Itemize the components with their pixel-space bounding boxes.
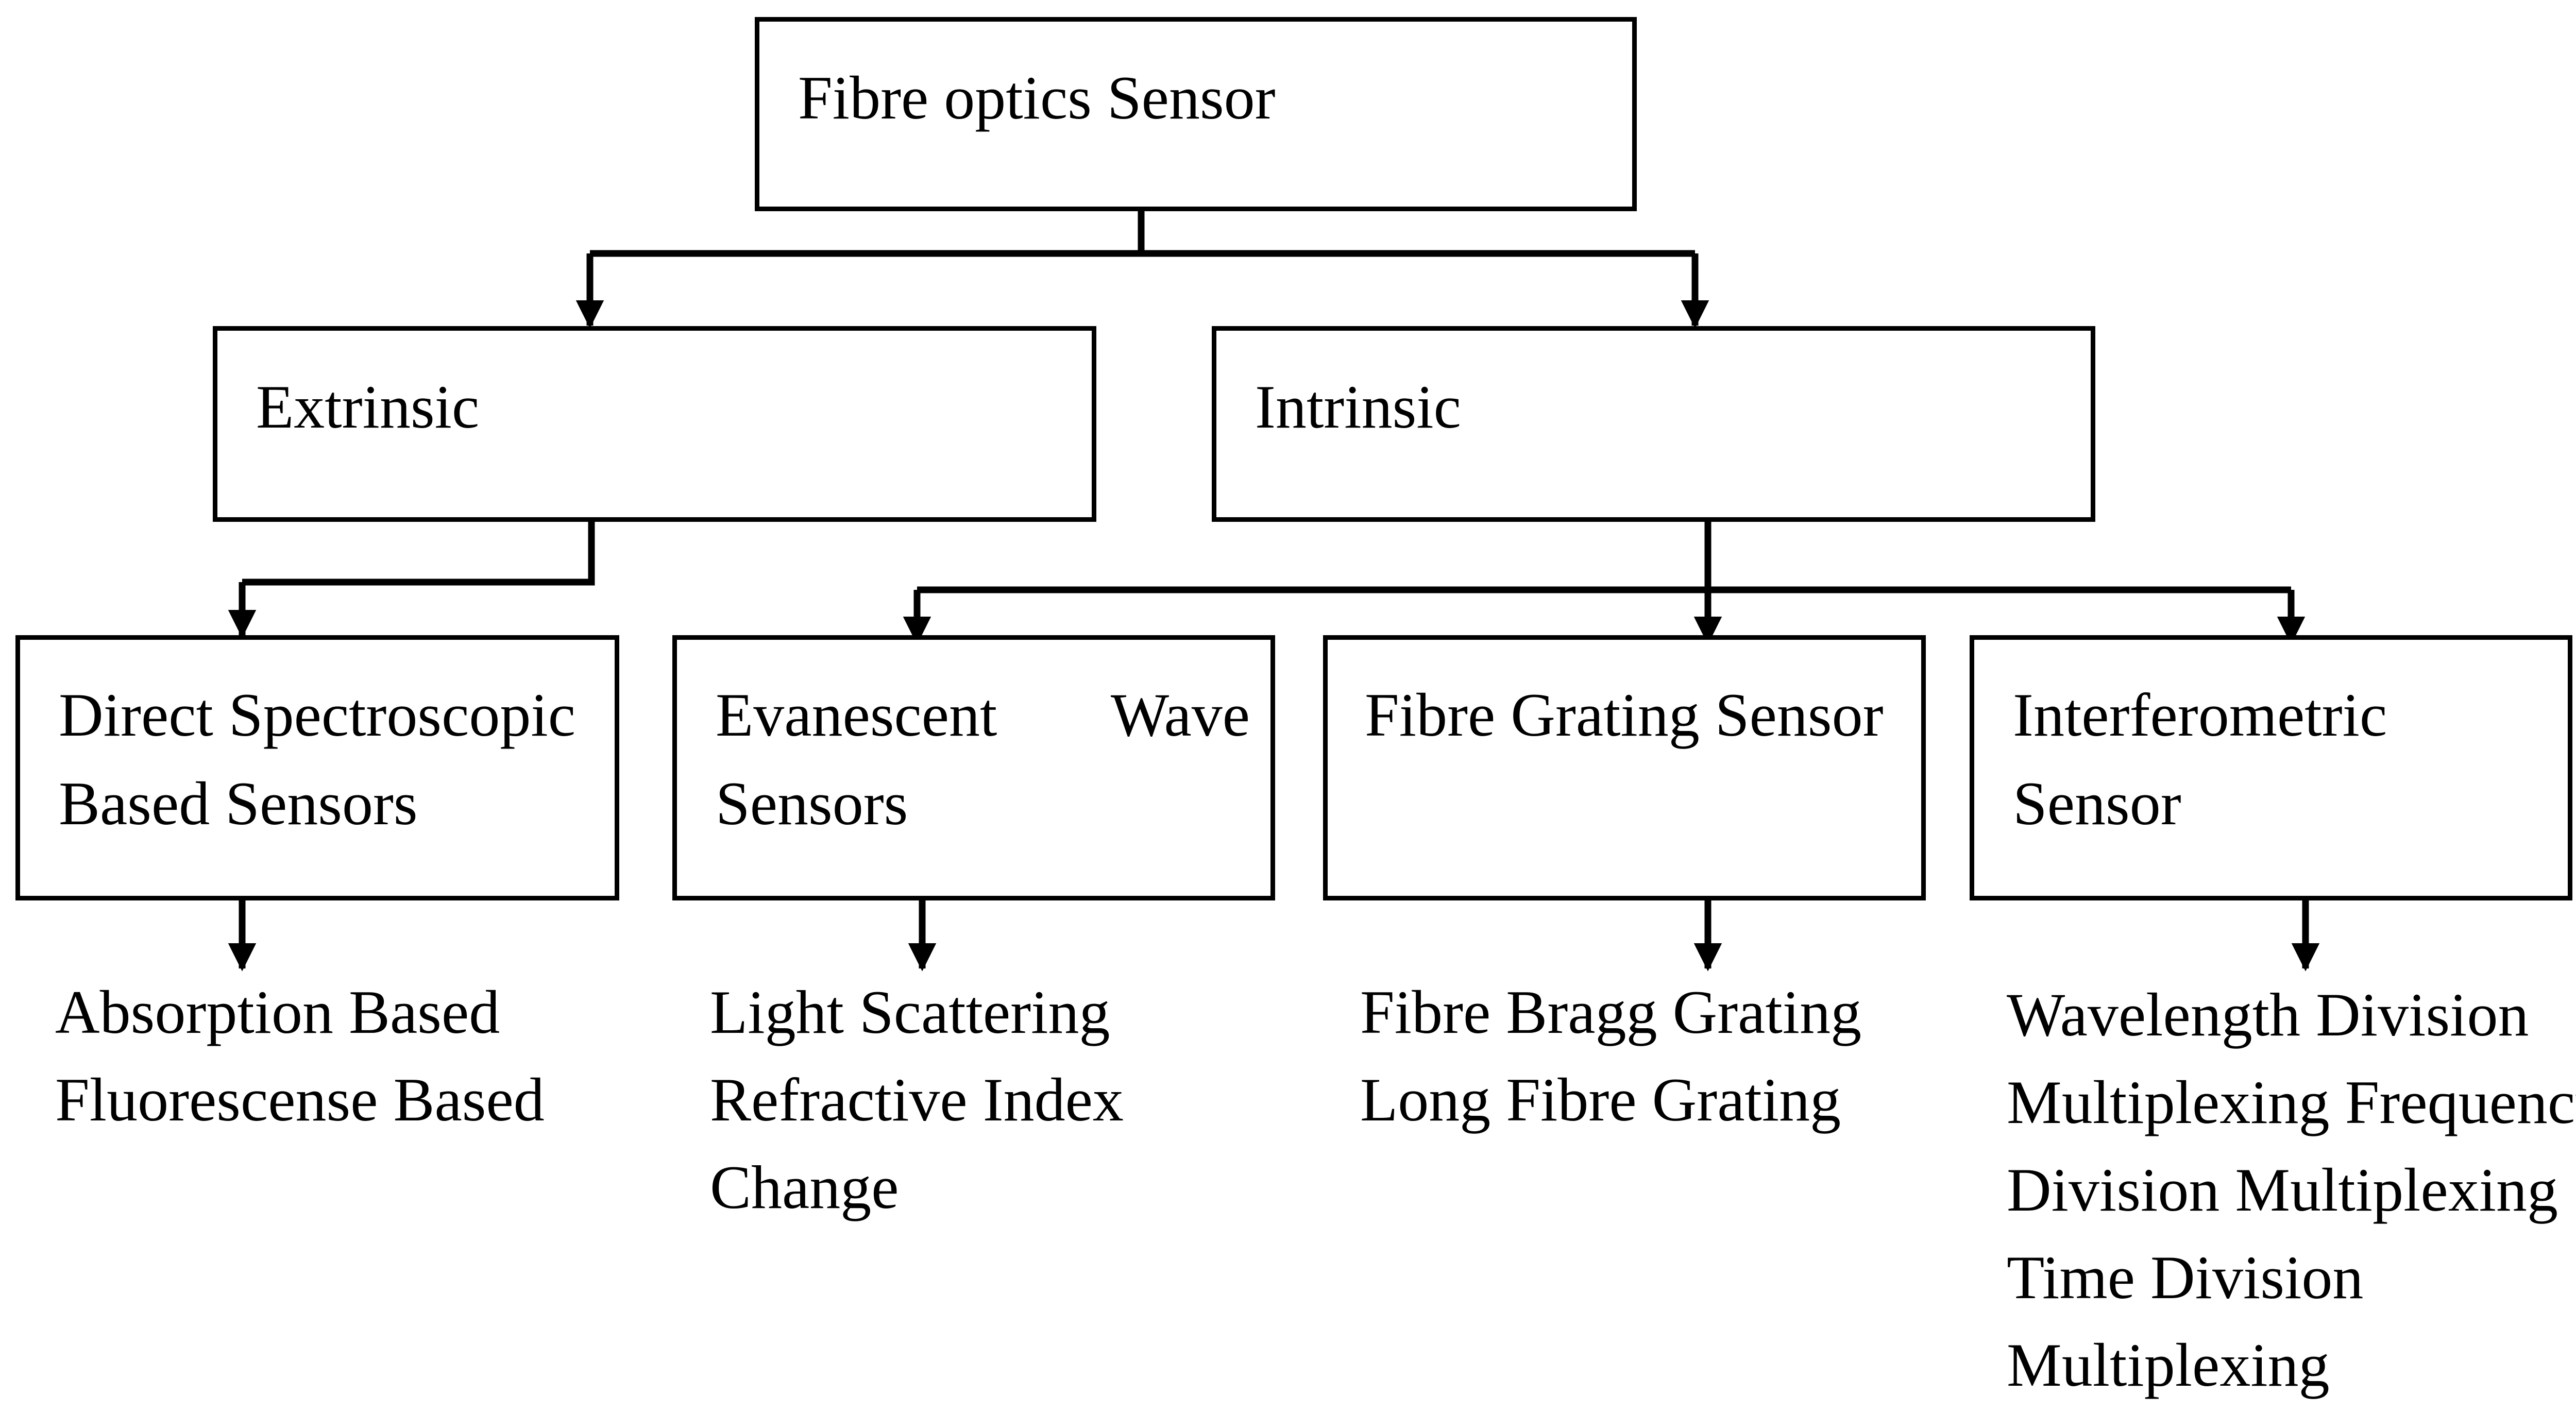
evanescent-word: Evanescent — [716, 681, 997, 749]
evanescent-line-2: Sensors — [716, 769, 908, 838]
wave-word: Wave — [1110, 681, 1250, 749]
leaf-division-multiplexing: Division Multiplexing — [2007, 1155, 2558, 1224]
leaf-absorption: Absorption Based — [55, 978, 500, 1046]
leaf-wavelength-division: Wavelength Division — [2007, 980, 2529, 1049]
leaf-light-scattering: Light Scattering — [710, 978, 1110, 1046]
fibre-grating-label: Fibre Grating Sensor — [1365, 681, 1884, 749]
interferometric-leaf-list: Wavelength Division Multiplexing Frequen… — [2007, 971, 2576, 1409]
leaf-refractive-index: Refractive Index — [710, 1065, 1124, 1134]
intrinsic-node: Intrinsic — [1212, 326, 2095, 522]
grating-leaf-list: Fibre Bragg Grating Long Fibre Grating — [1360, 968, 1861, 1144]
leaf-multiplexing-frequency: Multiplexing Frequency — [2007, 1068, 2576, 1136]
evanescent-leaf-list: Light Scattering Refractive Index Change — [710, 968, 1124, 1231]
root-label: Fibre optics Sensor — [798, 63, 1276, 132]
evanescent-wave-label: Evanescent Wave Sensors — [716, 671, 1250, 848]
connector-extrinsic-stem — [242, 520, 595, 586]
direct-spectroscopic-node: Direct Spectroscopic Based Sensors — [15, 635, 619, 900]
evanescent-wave-node: Evanescent Wave Sensors — [672, 635, 1275, 900]
evanescent-line-1: Evanescent Wave — [716, 671, 1250, 759]
direct-leaf-list: Absorption Based Fluorescense Based — [55, 968, 545, 1144]
root-node: Fibre optics Sensor — [755, 17, 1637, 211]
fibre-grating-node: Fibre Grating Sensor — [1323, 635, 1926, 900]
extrinsic-label: Extrinsic — [256, 372, 480, 441]
interferometric-label: Interferometric Sensor — [2013, 681, 2387, 838]
leaf-long-fibre: Long Fibre Grating — [1360, 1065, 1841, 1134]
extrinsic-node: Extrinsic — [213, 326, 1096, 522]
leaf-change: Change — [710, 1153, 899, 1221]
leaf-multiplexing: Multiplexing — [2007, 1331, 2330, 1399]
interferometric-node: Interferometric Sensor — [1970, 635, 2572, 900]
intrinsic-label: Intrinsic — [1255, 372, 1461, 441]
leaf-fluorescense: Fluorescense Based — [55, 1065, 545, 1134]
direct-spectroscopic-label: Direct Spectroscopic Based Sensors — [59, 681, 575, 838]
leaf-time-division: Time Division — [2007, 1243, 2364, 1312]
leaf-fibre-bragg: Fibre Bragg Grating — [1360, 978, 1862, 1046]
